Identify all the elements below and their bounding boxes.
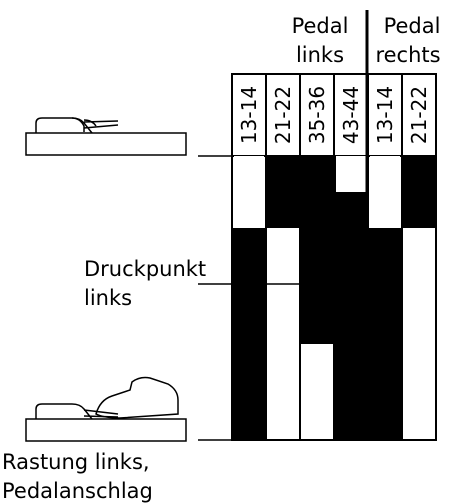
open-region: [370, 156, 400, 228]
column-label: 43-44: [339, 86, 363, 144]
open-region: [336, 156, 366, 192]
pedal-rechts-label-1: Pedal: [384, 14, 441, 38]
contact-bar: [266, 156, 300, 228]
column-label: 13-14: [373, 86, 397, 144]
rastung-label-1: Rastung links,: [2, 450, 150, 474]
contact-bar: [334, 192, 368, 440]
column-label: 13-14: [237, 86, 261, 144]
druckpunkt-label-2: links: [84, 286, 132, 310]
column-label: 21-22: [271, 86, 295, 144]
column-label: 21-22: [407, 86, 431, 144]
contact-bar: [368, 228, 402, 440]
open-region: [302, 344, 332, 438]
pedal-links-label-2: links: [296, 43, 344, 67]
pedal-rechts-label-2: rechts: [375, 43, 440, 67]
open-region: [234, 156, 264, 228]
column-label: 35-36: [305, 86, 329, 144]
contact-bar: [232, 228, 266, 440]
pedal-links-label-1: Pedal: [292, 14, 349, 38]
rastung-label-2: Pedalanschlag: [2, 479, 153, 503]
pedal-released-icon: [25, 117, 187, 156]
contact-table: 13-14 21-22 35-36 43-44 13-14 21-22: [231, 73, 437, 441]
pedal-pressed-icon: [25, 376, 187, 442]
open-region: [268, 228, 298, 438]
open-region: [404, 228, 434, 438]
druckpunkt-label-1: Druckpunkt: [84, 257, 206, 281]
contact-bar: [300, 156, 334, 344]
contact-bar: [402, 156, 436, 228]
contact-bar: [334, 156, 336, 196]
